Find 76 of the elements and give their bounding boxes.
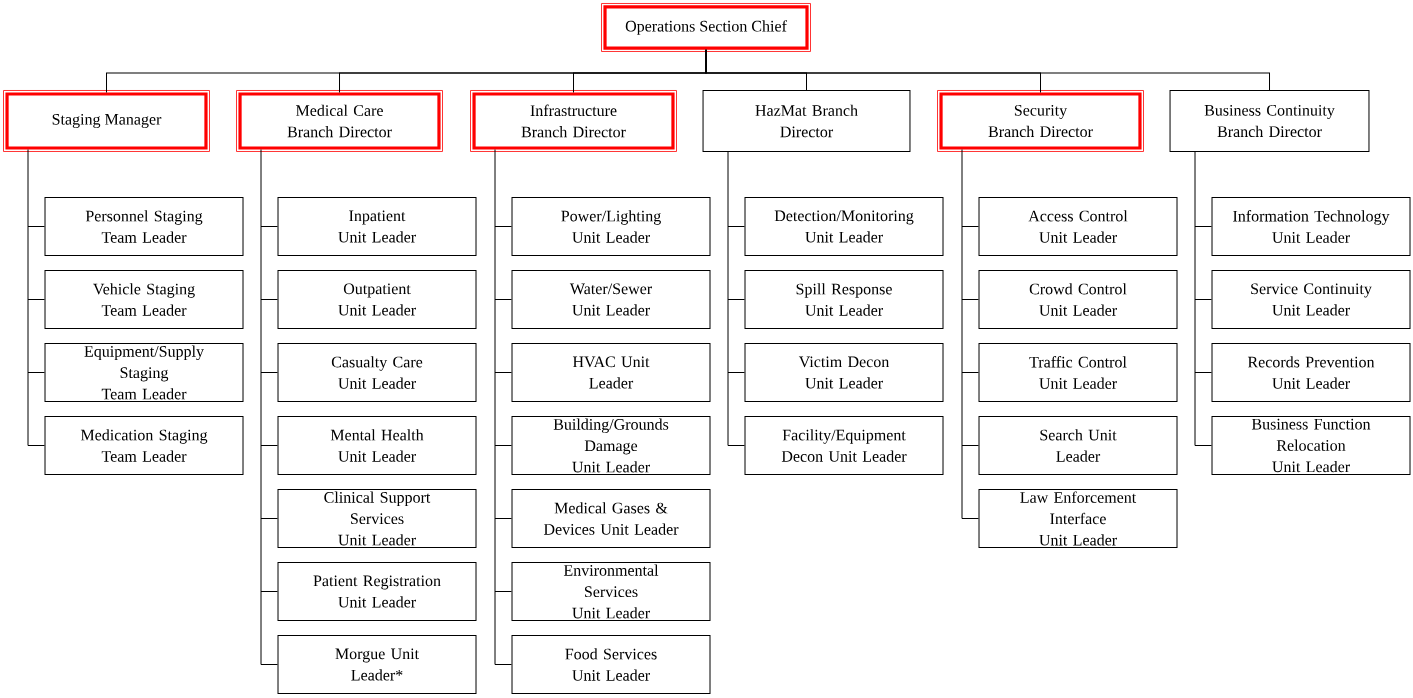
connector-line — [727, 445, 745, 446]
connector-line — [494, 664, 512, 665]
connector-line — [494, 591, 512, 592]
position-box: Outpatient Unit Leader — [277, 270, 477, 329]
position-box: Business Continuity Branch Director — [1169, 89, 1370, 153]
position-box: Vehicle Staging Team Leader — [44, 270, 244, 329]
connector-line — [260, 149, 262, 665]
position-box: Victim Decon Unit Leader — [744, 343, 944, 402]
position-box: Mental Health Unit Leader — [277, 416, 477, 475]
position-box: Records Prevention Unit Leader — [1211, 343, 1411, 402]
connector-line — [260, 226, 278, 227]
connector-line — [260, 445, 278, 446]
connector-line — [961, 149, 963, 519]
connector-line — [727, 226, 745, 227]
position-box: Inpatient Unit Leader — [277, 197, 477, 256]
position-box: Equipment/Supply Staging Team Leader — [44, 343, 244, 402]
position-box: Information Technology Unit Leader — [1211, 197, 1411, 256]
position-box: Infrastructure Branch Director — [470, 90, 677, 152]
connector-line — [1194, 372, 1212, 373]
position-box: Food Services Unit Leader — [511, 635, 711, 694]
connector-line — [260, 299, 278, 300]
position-box: Staging Manager — [3, 90, 210, 152]
connector-line — [1194, 226, 1212, 227]
connector-line — [260, 591, 278, 592]
connector-line — [27, 299, 45, 300]
position-box: HVAC Unit Leader — [511, 343, 711, 402]
position-box: Medical Gases & Devices Unit Leader — [511, 489, 711, 548]
connector-line — [1194, 299, 1212, 300]
position-box: Patient Registration Unit Leader — [277, 562, 477, 621]
position-box: Security Branch Director — [937, 90, 1144, 152]
position-box: Power/Lighting Unit Leader — [511, 197, 711, 256]
connector-line — [961, 445, 979, 446]
position-box: Casualty Care Unit Leader — [277, 343, 477, 402]
position-box: Clinical Support Services Unit Leader — [277, 489, 477, 548]
connector-line — [727, 299, 745, 300]
position-box: Service Continuity Unit Leader — [1211, 270, 1411, 329]
position-box: Detection/Monitoring Unit Leader — [744, 197, 944, 256]
connector-line — [260, 372, 278, 373]
connector-line — [260, 518, 278, 519]
connector-line — [1194, 445, 1212, 446]
connector-line — [27, 226, 45, 227]
connector-line — [961, 226, 979, 227]
connector-line — [494, 445, 512, 446]
connector-line — [961, 518, 979, 519]
position-box: Personnel Staging Team Leader — [44, 197, 244, 256]
connector-line — [494, 149, 496, 665]
connector-line — [1194, 151, 1196, 446]
connector-line — [27, 445, 45, 446]
connector-line — [961, 299, 979, 300]
connector-line — [494, 518, 512, 519]
connector-line — [727, 372, 745, 373]
connector-line — [705, 49, 1270, 91]
connector-line — [494, 299, 512, 300]
position-box: Building/Grounds Damage Unit Leader — [511, 416, 711, 475]
position-box: Spill Response Unit Leader — [744, 270, 944, 329]
connector-line — [727, 151, 729, 446]
position-box: Medical Care Branch Director — [236, 90, 443, 152]
position-box: Law Enforcement Interface Unit Leader — [978, 489, 1178, 548]
position-box: Business Function Relocation Unit Leader — [1211, 416, 1411, 475]
position-box: Crowd Control Unit Leader — [978, 270, 1178, 329]
connector-line — [494, 226, 512, 227]
position-box: Access Control Unit Leader — [978, 197, 1178, 256]
position-box: Operations Section Chief — [601, 3, 811, 52]
connector-line — [494, 372, 512, 373]
connector-line — [260, 664, 278, 665]
position-box: Search Unit Leader — [978, 416, 1178, 475]
connector-line — [961, 372, 979, 373]
position-box: Environmental Services Unit Leader — [511, 562, 711, 621]
position-box: Morgue Unit Leader* — [277, 635, 477, 694]
connector-line — [27, 372, 45, 373]
position-box: Water/Sewer Unit Leader — [511, 270, 711, 329]
position-box: HazMat Branch Director — [702, 89, 911, 153]
position-box: Facility/Equipment Decon Unit Leader — [744, 416, 944, 475]
position-box: Traffic Control Unit Leader — [978, 343, 1178, 402]
position-box: Medication Staging Team Leader — [44, 416, 244, 475]
connector-line — [27, 149, 29, 446]
